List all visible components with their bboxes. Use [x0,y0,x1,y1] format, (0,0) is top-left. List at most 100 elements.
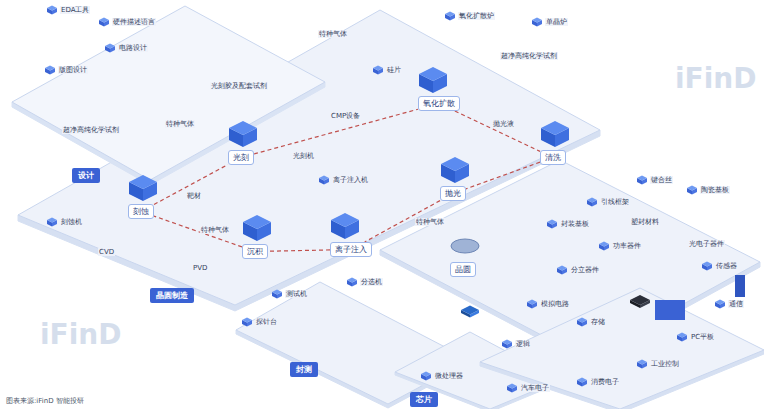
component-label: 离子注入机 [332,176,369,184]
component-label: 功率器件 [612,242,642,250]
component-label: EDA工具 [60,6,90,14]
node-text: 芯片 [416,394,432,405]
process-connector [154,216,242,247]
equipment-icon [419,67,447,93]
component-label: 分选机 [360,278,383,286]
wafer-icon [451,239,479,253]
component-label: 光刻胶及配套试剂 [210,82,268,90]
equipment-icon [715,300,725,309]
component-label: 超净高纯化学试剂 [500,52,558,60]
component-label: PC平板 [690,333,715,341]
node-text: 晶圆制造 [156,290,188,301]
equipment-icon [577,318,587,327]
equipment-icon [507,384,517,393]
component-label: 工业控制 [650,360,680,368]
component-label: 通信 [728,300,744,308]
node-text: 沉积 [247,246,263,257]
equipment-icon [373,66,383,75]
component-label: CMP设备 [330,112,361,120]
equipment-icon [243,215,271,241]
watermark: iFinD [675,62,757,95]
component-label: 特种气体 [165,120,195,128]
component-label: 引线框架 [600,198,630,206]
equipment-icon [99,18,109,27]
node-text: 抛光 [445,188,461,199]
equipment-icon [587,198,597,207]
equipment-icon [637,176,647,185]
equipment-icon [347,278,357,287]
component-label: 靶材 [186,192,202,200]
component-label: 消费电子 [590,378,620,386]
node-text: 离子注入 [335,244,367,255]
component-label: 逻辑 [515,340,531,348]
watermark: iFinD [40,318,122,351]
equipment-icon [242,318,252,327]
component-label: 光电子器件 [688,240,725,248]
component-label: PVD [192,264,208,272]
platform [12,6,325,180]
process-box: 氧化扩散 [418,96,460,111]
component-label: 电路设计 [118,44,148,52]
component-label: 传感器 [715,262,738,270]
component-label: 抛光液 [492,120,515,128]
process-box: 刻蚀 [128,204,154,219]
section-tab: 封测 [290,362,318,377]
node-text: 氧化扩散 [423,98,455,109]
process-connector [268,250,330,251]
equipment-icon [547,220,557,229]
equipment-icon [630,295,650,308]
process-box: 沉积 [242,244,268,259]
equipment-icon [502,340,512,349]
process-box: 晶圆 [450,262,476,277]
node-text: 光刻 [233,152,249,163]
equipment-icon [129,175,157,201]
component-label: 特种气体 [415,218,445,226]
server-icon [735,275,745,297]
component-label: 光刻机 [292,152,315,160]
equipment-icon [47,218,57,227]
component-label: 特种气体 [200,226,230,234]
process-connector [154,165,228,205]
equipment-icon [577,378,587,387]
node-text: 晶圆 [455,264,471,275]
equipment-icon [445,12,455,21]
component-label: 存储 [590,318,606,326]
equipment-icon [421,372,431,381]
node-text: 设计 [78,170,94,181]
equipment-icon [541,121,569,147]
platform [480,288,764,409]
equipment-icon [677,333,687,342]
section-tab: 晶圆制造 [150,288,194,303]
equipment-icon [599,242,609,251]
source-caption: 图表来源:iFinD 智能投研 [6,396,84,406]
component-label: 超净高纯化学试剂 [62,126,120,134]
equipment-icon [441,157,469,183]
pc-icon [655,300,685,320]
node-text: 封测 [296,364,312,375]
process-box: 抛光 [440,186,466,201]
component-label: 模拟电路 [540,300,570,308]
component-label: 版图设计 [58,66,88,74]
equipment-icon [319,176,329,185]
component-label: 塑封材料 [630,218,660,226]
component-label: 汽车电子 [520,384,550,392]
process-connector [455,111,540,151]
equipment-icon [532,18,542,27]
process-box: 离子注入 [330,242,372,257]
equipment-icon [229,121,257,147]
component-label: 分立器件 [570,266,600,274]
component-label: 氧化扩散炉 [458,12,495,20]
component-label: 硅片 [386,66,402,74]
node-text: 刻蚀 [133,206,149,217]
process-box: 清洗 [540,150,566,165]
component-label: 封装基板 [560,220,590,228]
component-label: 键合丝 [650,176,673,184]
component-label: 微处理器 [434,372,464,380]
equipment-icon [637,360,647,369]
process-connector [254,109,418,154]
node-text: 清洗 [545,152,561,163]
component-label: 刻蚀机 [60,218,83,226]
process-connector [466,162,540,189]
equipment-icon [45,66,55,75]
component-label: CVD [98,248,115,256]
